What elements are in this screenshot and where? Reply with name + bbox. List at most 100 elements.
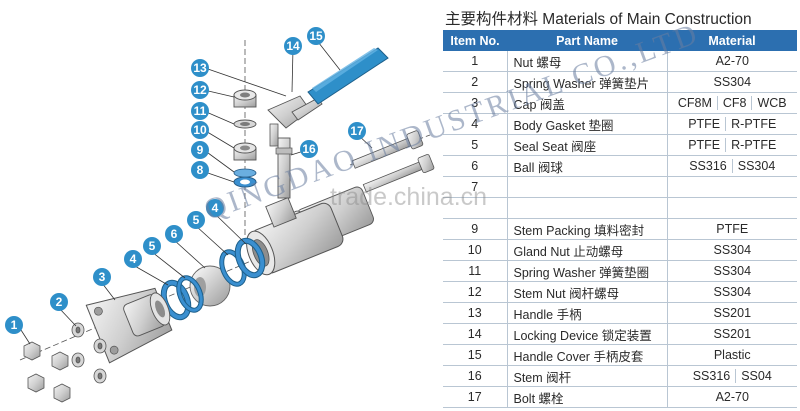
material-value: PTFE (688, 117, 721, 131)
nuts-part-1 (23, 341, 71, 403)
item-no-cell: 10 (443, 239, 508, 261)
callout-2: 2 (50, 293, 68, 311)
material-cell: SS304 (667, 71, 798, 93)
callout-5-right: 5 (187, 211, 205, 229)
material-values: PTFE R-PTFE (668, 135, 798, 155)
washers-part-2 (71, 322, 107, 384)
material-values: SS304 (668, 72, 798, 92)
part-name-cell (507, 197, 668, 219)
callout-14: 14 (284, 37, 302, 55)
header-item-no: Item No. (443, 30, 507, 51)
part-name-cell: Cap 阀盖 (507, 92, 668, 114)
material-cell (667, 176, 798, 198)
item-no-cell: 15 (443, 344, 508, 366)
material-value: SS304 (731, 159, 781, 173)
material-cell: SS304 (667, 239, 798, 261)
item-no-cell: 12 (443, 281, 508, 303)
part-name-cell: Spring Washer 弹簧垫圈 (507, 260, 668, 282)
svg-text:5: 5 (149, 239, 156, 253)
material-values (668, 177, 798, 197)
item-no-cell: 13 (443, 302, 508, 324)
callout-11: 11 (191, 102, 209, 120)
material-value: SS316 (689, 159, 727, 173)
callout-3: 3 (93, 268, 111, 286)
material-value: R-PTFE (725, 117, 781, 131)
material-cell: SS304 (667, 281, 798, 303)
svg-text:10: 10 (193, 123, 207, 137)
material-value: A2-70 (715, 390, 749, 404)
callout-13: 13 (191, 59, 209, 77)
material-cell: PTFE (667, 218, 797, 240)
bolt-part-17 (351, 130, 435, 193)
handle-part (291, 47, 389, 121)
svg-text:5: 5 (193, 213, 200, 227)
part-name-cell (507, 176, 668, 198)
svg-text:12: 12 (193, 83, 207, 97)
svg-text:14: 14 (286, 39, 300, 53)
callout-9: 9 (191, 141, 209, 159)
callout-4-left: 4 (124, 250, 142, 268)
material-value: PTFE (688, 138, 721, 152)
seal-rings (160, 237, 266, 321)
callout-12: 12 (191, 81, 209, 99)
material-values: SS304 (668, 282, 798, 302)
item-no-cell: 1 (443, 51, 508, 72)
material-cell: PTFE R-PTFE (667, 134, 798, 156)
material-values: SS304 (668, 240, 798, 260)
material-value: R-PTFE (725, 138, 781, 152)
callout-4-right: 4 (206, 199, 224, 217)
part-name-cell: Stem 阀杆 (507, 365, 668, 387)
callout-15: 15 (307, 27, 325, 45)
part-name-cell: Locking Device 锁定装置 (507, 323, 668, 345)
material-value: CF8M (677, 96, 712, 110)
item-no-cell: 2 (443, 71, 508, 93)
material-values: SS316 SS304 (668, 156, 798, 176)
material-cell (667, 197, 798, 219)
callout-10: 10 (191, 121, 209, 139)
part-name-cell: Seal Seat 阀座 (507, 134, 668, 156)
svg-text:2: 2 (56, 295, 63, 309)
material-cell: SS304 (667, 260, 798, 282)
material-values: SS304 (668, 261, 798, 281)
callout-5-left: 5 (143, 237, 161, 255)
svg-text:16: 16 (302, 142, 316, 156)
header-material: Material (667, 30, 797, 51)
material-value: WCB (751, 96, 791, 110)
svg-text:6: 6 (171, 227, 178, 241)
table-row: 7 (443, 176, 798, 198)
material-values (668, 198, 798, 218)
material-value: Plastic (713, 348, 751, 362)
material-cell: SS201 (667, 323, 797, 345)
material-cell: Plastic (667, 344, 798, 366)
material-value: SS201 (713, 306, 752, 320)
svg-text:13: 13 (193, 61, 207, 75)
callout-17: 17 (348, 122, 366, 140)
material-values: Plastic (668, 345, 798, 365)
part-name-cell: Spring Washer 弹簧垫片 (507, 71, 668, 93)
callout-6: 6 (165, 225, 183, 243)
material-values: SS201 (668, 303, 798, 323)
svg-text:3: 3 (99, 270, 106, 284)
leader-lines (20, 37, 373, 345)
svg-text:15: 15 (309, 29, 323, 43)
stem-stack-parts (233, 89, 257, 188)
part-name-cell: Ball 阀球 (507, 155, 668, 177)
material-cell: SS316 SS304 (667, 155, 798, 177)
table-header-row: Item No. Part Name Material (443, 30, 797, 51)
callout-16: 16 (300, 140, 318, 158)
part-name-cell: Handle 手柄 (507, 302, 668, 324)
part-name-cell: Stem Nut 阀杆螺母 (507, 281, 668, 303)
axis-lines (19, 40, 431, 361)
item-no-cell: 9 (443, 218, 508, 240)
